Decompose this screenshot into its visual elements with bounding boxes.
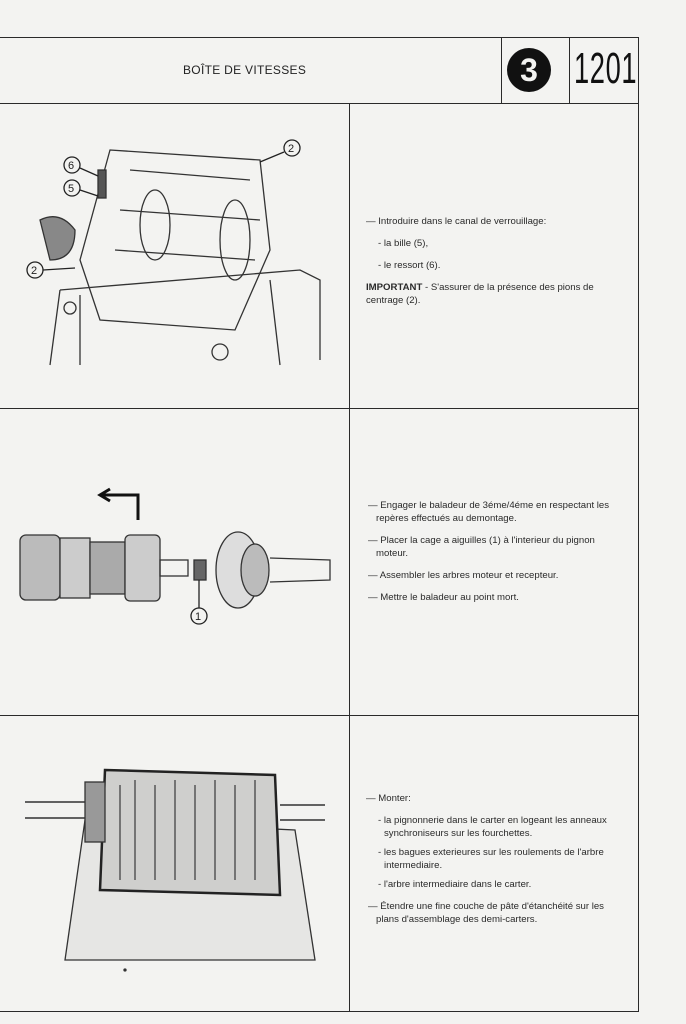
callout-1 <box>190 580 208 625</box>
instruction-sub: - le ressort (6). <box>378 260 441 271</box>
section-3-text: — Monter: - la pignonnerie dans le carte… <box>366 792 621 935</box>
callout-label: 5 <box>68 183 74 195</box>
important-label: IMPORTANT <box>366 282 423 293</box>
gearbox-assembly-illustration <box>25 768 325 972</box>
header-divider-v <box>569 38 570 103</box>
instruction: — Introduire dans le canal de verrouilla… <box>366 216 547 227</box>
callout-label: 6 <box>68 160 74 172</box>
important-note: IMPORTANT - S'assurer de la présence des… <box>366 281 616 307</box>
callout-6 <box>63 156 99 177</box>
instruction: — Étendre une fine couche de pâte d'étan… <box>368 901 604 925</box>
section-2-text: — Engager le baladeur de 3éme/4éme en re… <box>366 499 621 613</box>
instruction: — Monter: <box>366 793 411 804</box>
callout-2 <box>26 261 76 279</box>
arrow-icon <box>97 487 140 520</box>
row-divider <box>0 408 638 409</box>
gear-shaft-illustration: 1 <box>19 487 331 625</box>
page-title: BOÎTE DE VITESSES <box>183 63 307 77</box>
section-1-text: — Introduire dans le canal de verrouilla… <box>366 215 616 316</box>
page-frame <box>0 37 639 1012</box>
callout-5 <box>63 179 99 197</box>
callout-label: 2 <box>288 143 294 155</box>
header-divider <box>0 103 638 104</box>
page-number: 1201 <box>574 44 638 93</box>
instruction-sub: - les bagues exterieures sur les rouleme… <box>378 847 604 871</box>
gearbox-housing-illustration: 6 5 2 2 <box>26 139 321 366</box>
section-badge: 3 <box>507 48 551 92</box>
instruction-sub: - la bille (5), <box>378 238 429 249</box>
instruction: — Mettre le baladeur au point mort. <box>368 592 519 603</box>
row-divider <box>0 715 638 716</box>
instruction-sub: - la pignonnerie dans le carter en logea… <box>378 815 607 839</box>
callout-label: 1 <box>195 611 201 623</box>
header-divider-v <box>501 38 502 103</box>
column-divider <box>349 103 350 1011</box>
instruction: — Assembler les arbres moteur et recepte… <box>368 570 559 581</box>
important-text: - S'assurer de la présence des pions de … <box>366 282 594 306</box>
callout-label: 2 <box>31 265 37 277</box>
instruction: — Placer la cage a aiguilles (1) à l'int… <box>368 535 595 559</box>
instruction-sub: - l'arbre intermediaire dans le carter. <box>378 879 532 890</box>
instruction: — Engager le baladeur de 3éme/4éme en re… <box>368 500 610 524</box>
callout-2 <box>259 139 301 163</box>
